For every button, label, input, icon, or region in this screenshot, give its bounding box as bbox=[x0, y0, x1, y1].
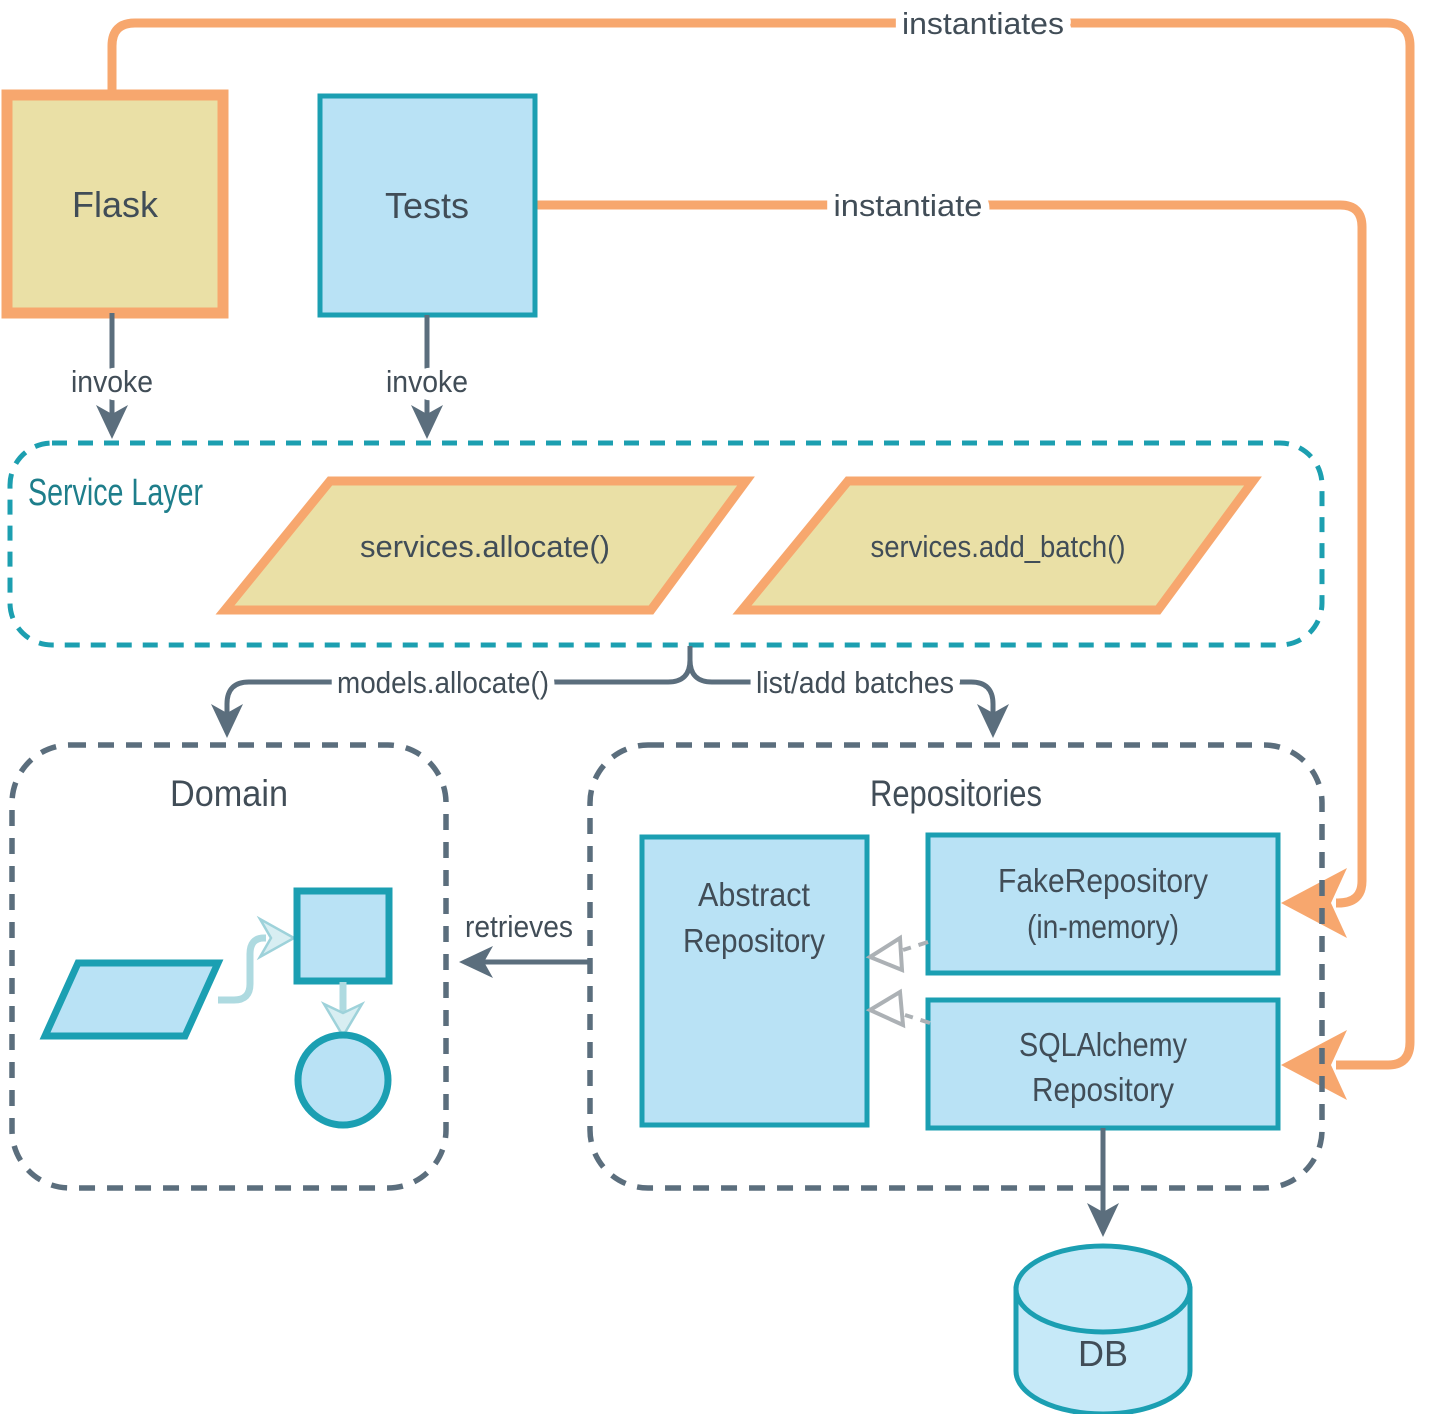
models-allocate-connector: models.allocate() bbox=[211, 646, 693, 738]
abstract-repository-box bbox=[639, 834, 870, 1128]
fake-repository-box bbox=[925, 832, 1281, 976]
sqlalchemy-repository-box bbox=[925, 997, 1281, 1131]
retrieves-label: retrieves bbox=[465, 909, 573, 944]
fake-repository-label-line2: (in-memory) bbox=[1027, 908, 1179, 945]
db-cylinder-top bbox=[1013, 1243, 1193, 1335]
domain-flow-arrowhead-1-icon bbox=[256, 915, 297, 961]
tests-node: Tests bbox=[317, 93, 538, 318]
sqlalchemy-repository-label-line1: SQLAlchemy bbox=[1019, 1026, 1187, 1063]
sqlalchemy-inheritance-dash bbox=[904, 1013, 931, 1025]
retrieves-connector: retrieves bbox=[459, 909, 592, 978]
fake-repository-node: FakeRepository (in-memory) bbox=[925, 832, 1281, 976]
services-add-batch-label: services.add_batch() bbox=[871, 529, 1126, 564]
flask-node: Flask bbox=[1, 89, 229, 319]
repositories-border bbox=[587, 742, 1325, 1191]
sqlalchemy-inheritance-arrow bbox=[865, 988, 931, 1029]
domain-square bbox=[293, 887, 393, 985]
flask-label: Flask bbox=[72, 184, 159, 225]
tests-instantiate-arrowhead-icon bbox=[1281, 868, 1347, 938]
sqlalchemy-inheritance-triangle-icon bbox=[865, 988, 906, 1029]
domain-flow-arrow-1 bbox=[218, 934, 266, 1004]
list-add-batches-connector: list/add batches bbox=[687, 657, 1009, 738]
sqlalchemy-repository-node: SQLAlchemy Repository bbox=[925, 997, 1281, 1131]
sqlalchemy-repository-label-line2: Repository bbox=[1032, 1071, 1174, 1108]
domain-container: Domain bbox=[9, 742, 449, 1191]
fake-repository-label-line1: FakeRepository bbox=[998, 862, 1208, 899]
services-add-batch-parallelogram bbox=[732, 476, 1262, 615]
db-label: DB bbox=[1078, 1333, 1128, 1374]
flask-invoke-arrow: invoke bbox=[63, 313, 161, 439]
flask-box bbox=[1, 89, 229, 319]
service-layer-title: Service Layer bbox=[28, 472, 203, 514]
repositories-container: Repositories Abstract Repository FakeRep… bbox=[587, 742, 1325, 1191]
list-add-batches-label: list/add batches bbox=[756, 665, 954, 700]
services-allocate-parallelogram bbox=[215, 476, 755, 615]
tests-label: Tests bbox=[385, 185, 469, 226]
domain-circle bbox=[294, 1031, 392, 1129]
flask-instantiates-path bbox=[107, 18, 1415, 1070]
fake-inheritance-triangle-icon bbox=[865, 934, 905, 974]
tests-instantiate-path bbox=[537, 200, 1367, 908]
services-allocate-node: services.allocate() bbox=[215, 476, 755, 615]
abstract-repository-label-line2: Repository bbox=[683, 922, 825, 959]
domain-border bbox=[9, 742, 449, 1191]
service-layer-border bbox=[7, 440, 1325, 648]
fake-inheritance-dash bbox=[902, 940, 929, 952]
db-node: DB bbox=[1013, 1243, 1193, 1414]
abstract-repository-label-line1: Abstract bbox=[698, 876, 810, 913]
tests-invoke-arrow: invoke bbox=[378, 315, 476, 439]
domain-parallelogram bbox=[39, 959, 224, 1040]
models-allocate-label: models.allocate() bbox=[337, 665, 549, 700]
domain-title: Domain bbox=[170, 773, 288, 814]
list-add-batches-path bbox=[687, 659, 1009, 738]
instantiates-label: instantiates bbox=[902, 6, 1064, 41]
domain-flow-arrowhead-2-icon bbox=[320, 1001, 366, 1039]
flask-invoke-label: invoke bbox=[71, 364, 153, 399]
tests-instantiate-connector: instantiate bbox=[537, 180, 1367, 938]
services-add-batch-node: services.add_batch() bbox=[732, 476, 1262, 615]
instantiate-label: instantiate bbox=[834, 188, 983, 223]
services-allocate-label: services.allocate() bbox=[360, 529, 610, 564]
fake-inheritance-arrow bbox=[865, 934, 929, 974]
service-layer-container: Service Layer services.allocate() servic… bbox=[7, 440, 1325, 648]
flask-instantiates-connector: instantiates bbox=[107, 0, 1415, 1100]
flask-instantiates-arrowhead-icon bbox=[1281, 1030, 1347, 1100]
tests-invoke-label: invoke bbox=[386, 364, 468, 399]
repositories-title: Repositories bbox=[870, 773, 1042, 814]
abstract-repository-node: Abstract Repository bbox=[639, 834, 870, 1128]
